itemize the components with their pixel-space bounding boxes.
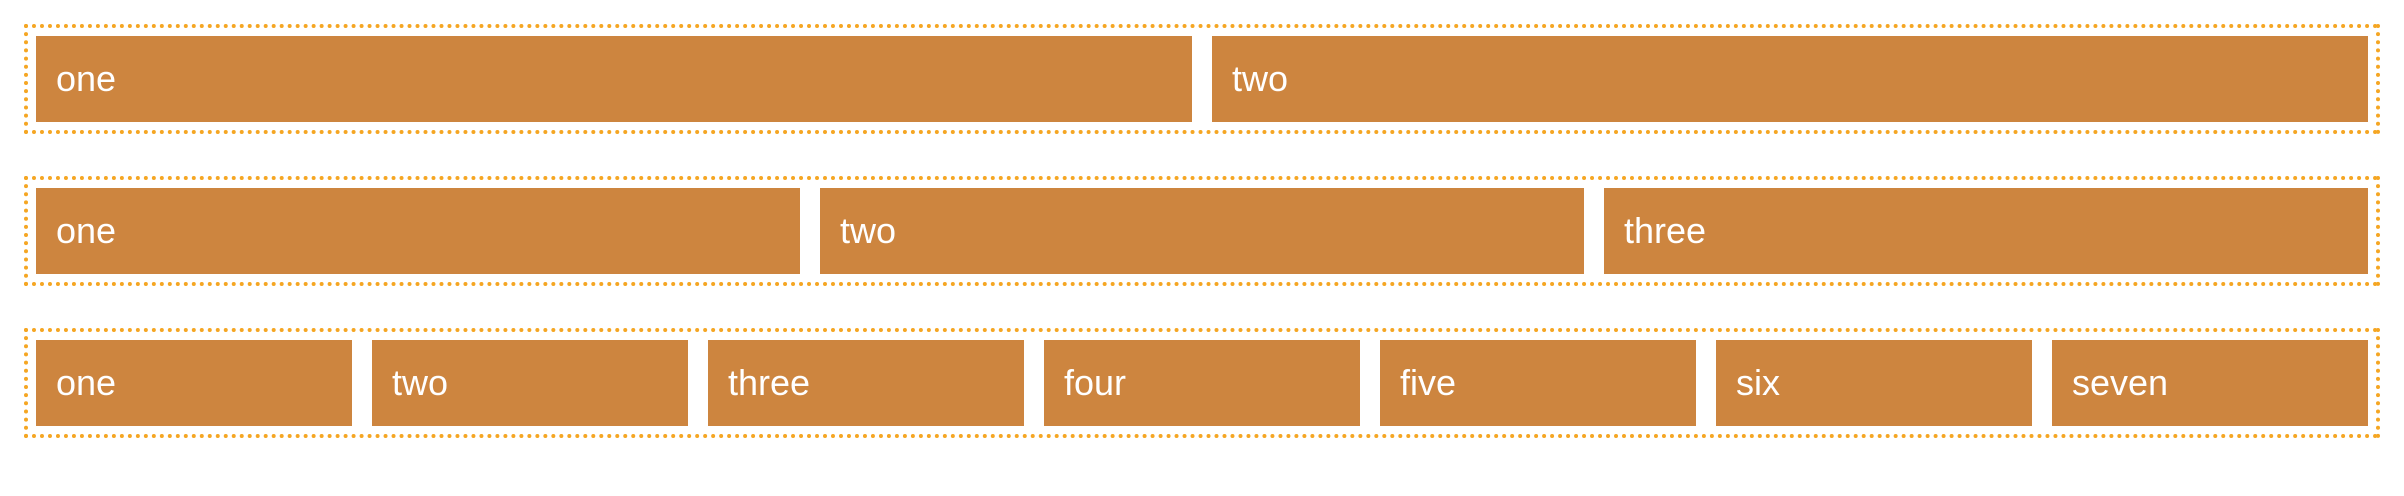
flex-item: six: [1716, 340, 2032, 426]
flex-item: five: [1380, 340, 1696, 426]
flex-row-seven-items: one two three four five six seven: [24, 328, 2380, 438]
flex-row-three-items: one two three: [24, 176, 2380, 286]
flex-item: two: [820, 188, 1584, 274]
flex-item: four: [1044, 340, 1360, 426]
flex-item: one: [36, 340, 352, 426]
flex-demo-page: one two one two three one two three four…: [24, 24, 2380, 438]
flex-item: one: [36, 36, 1192, 122]
flex-item: three: [1604, 188, 2368, 274]
flex-item: three: [708, 340, 1024, 426]
flex-item: seven: [2052, 340, 2368, 426]
flex-row-two-items: one two: [24, 24, 2380, 134]
flex-item: one: [36, 188, 800, 274]
flex-item: two: [1212, 36, 2368, 122]
flex-item: two: [372, 340, 688, 426]
